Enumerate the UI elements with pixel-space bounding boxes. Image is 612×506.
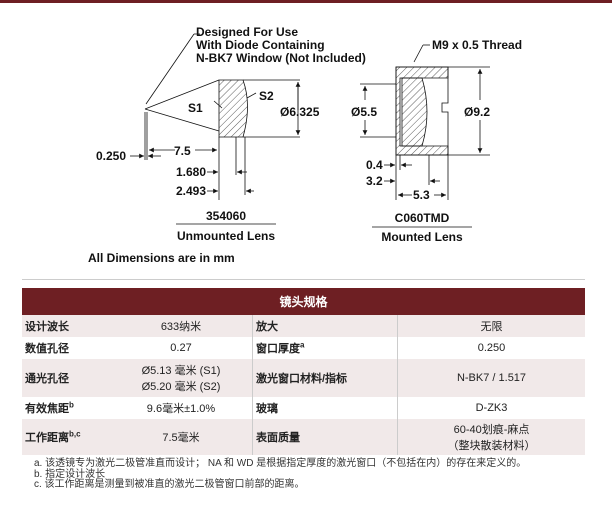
part-c060tmd: C060TMD (395, 211, 450, 225)
table-row: 设计波长 633纳米放大无限 (22, 315, 585, 337)
label-text: 窗口厚度 (256, 343, 300, 355)
row-label: 工作距离b,c (22, 419, 110, 455)
value-line: （整块散装材料） (447, 440, 536, 452)
value-line: Ø5.20 毫米 (S2) (141, 381, 221, 393)
row-value: 9.6毫米±1.0% (110, 397, 253, 419)
row-value: 633纳米 (110, 315, 253, 337)
label-text: 工作距离 (25, 432, 69, 444)
caption-mounted: Mounted Lens (381, 230, 463, 244)
dim-53: 5.3 (413, 188, 430, 202)
top-bar (0, 0, 612, 3)
note-line-2: With Diode Containing (196, 38, 325, 52)
dim-inner: Ø5.5 (351, 105, 377, 119)
row-label: 表面质量 (252, 419, 398, 455)
dim-diameter: Ø6.325 (280, 105, 320, 119)
table-title: 镜头规格 (22, 288, 585, 315)
row-label: 放大 (252, 315, 398, 337)
part-354060: 354060 (206, 209, 246, 223)
row-label: 有效焦距b (22, 397, 110, 419)
row-label: 数值孔径 (25, 343, 69, 355)
footnote-b: b. 指定设计波长 (34, 468, 106, 480)
footnote-a: a. 该透镜专为激光二极管准直而设计； NA 和 WD 是根据指定厚度的激光窗口… (34, 458, 527, 469)
row-value: D-ZK3 (475, 402, 508, 414)
row-value: Ø5.13 毫米 (S1) Ø5.20 毫米 (S2) (110, 359, 253, 397)
note-line-3: N-BK7 Window (Not Included) (196, 51, 366, 65)
row-value: 7.5毫米 (110, 419, 253, 455)
value-line: 60-40划痕-麻点 (453, 424, 530, 436)
row-label: 窗口厚度a (252, 337, 398, 359)
footnote-ref: b (69, 400, 74, 410)
dim-1680: 1.680 (176, 165, 206, 179)
divider (22, 279, 585, 280)
value-line: Ø5.13 毫米 (S1) (141, 365, 221, 377)
row-value: 60-40划痕-麻点 （整块散装材料） (397, 419, 585, 455)
thread-label: M9 x 0.5 Thread (432, 38, 522, 52)
footnotes: a. 该透镜专为激光二极管准直而设计； NA 和 WD 是根据指定厚度的激光窗口… (34, 458, 527, 491)
lens-drawing: Designed For Use With Diode Containing N… (96, 25, 522, 244)
footnote-ref: a (300, 340, 305, 350)
dim-04: 0.4 (366, 158, 383, 172)
dim-wd: 7.5 (174, 144, 191, 158)
footnote-ref: b,c (69, 429, 81, 439)
row-value: N-BK7 / 1.517 (397, 359, 585, 397)
dim-2493: 2.493 (176, 184, 206, 198)
dim-window: 0.250 (96, 149, 126, 163)
row-value: 无限 (397, 315, 585, 337)
dim-32: 3.2 (366, 174, 383, 188)
caption-unmounted: Unmounted Lens (177, 229, 275, 243)
label-s1: S1 (188, 101, 203, 115)
label-text: 有效焦距 (25, 403, 69, 415)
row-value: 0.27 (110, 337, 253, 359)
row-label: 玻璃 (252, 397, 398, 419)
label-s2: S2 (259, 89, 274, 103)
row-value: 0.250 (477, 342, 506, 354)
note-line-1: Designed For Use (196, 25, 298, 39)
units-note: All Dimensions are in mm (88, 251, 235, 265)
row-label: 设计波长 (25, 321, 69, 333)
row-label: 激光窗口材料/指标 (252, 359, 398, 397)
row-label: 通光孔径 (22, 359, 110, 397)
footnote-c: c. 该工作距离是测量到被准直的激光二极管窗口前部的距离。 (34, 479, 305, 490)
dim-outer: Ø9.2 (464, 105, 490, 119)
